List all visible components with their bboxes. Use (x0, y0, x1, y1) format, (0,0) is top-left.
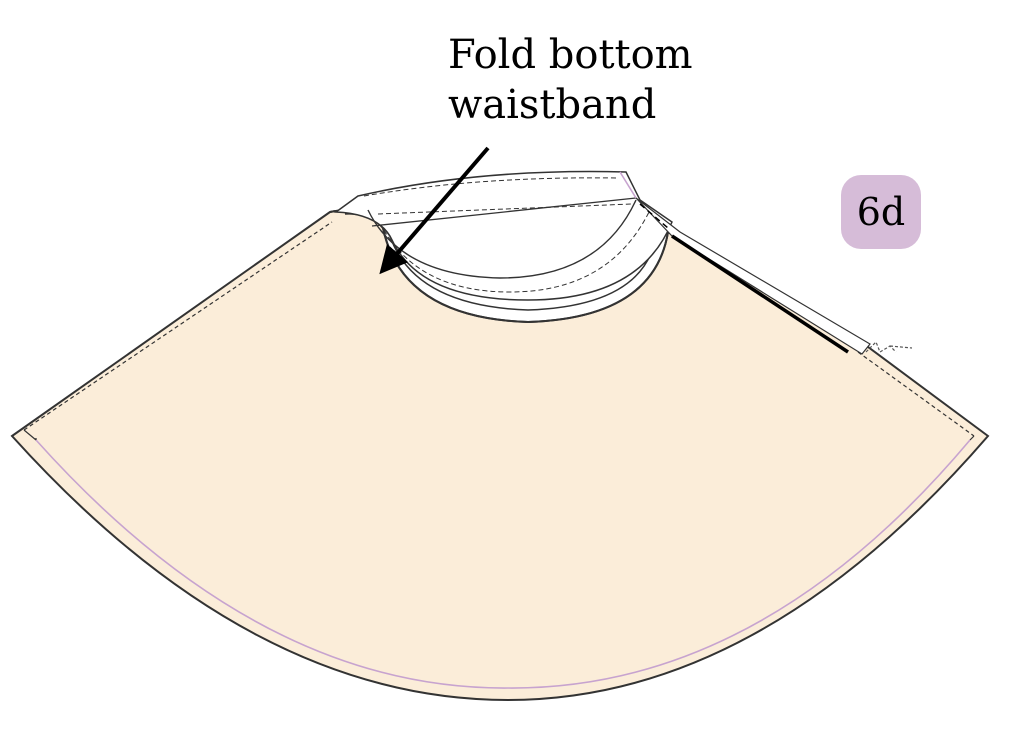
waistband-stitch-2 (377, 203, 633, 215)
waistband-stitch-3 (383, 209, 651, 293)
step-badge: 6d (841, 175, 921, 249)
hem-edge-right (969, 435, 975, 441)
waistband-stitch-1 (363, 177, 619, 197)
callout-line-1: Fold bottom (448, 32, 693, 78)
right-side-stitch (857, 351, 975, 437)
hem-edge-left (23, 429, 37, 441)
zipper-pull (865, 340, 913, 353)
zipper-tape (635, 197, 871, 355)
zipper-seam (671, 234, 849, 354)
step-label: 6d (856, 190, 906, 234)
callout-arrow (379, 146, 490, 275)
waistband-top-edge (371, 197, 637, 227)
waistband-end-pink (619, 171, 637, 199)
callout-label: Fold bottom waistband (448, 30, 748, 130)
callout-line-2: waistband (448, 82, 657, 128)
zipper-dashes (639, 203, 669, 229)
hem-stitch-line (35, 439, 971, 689)
